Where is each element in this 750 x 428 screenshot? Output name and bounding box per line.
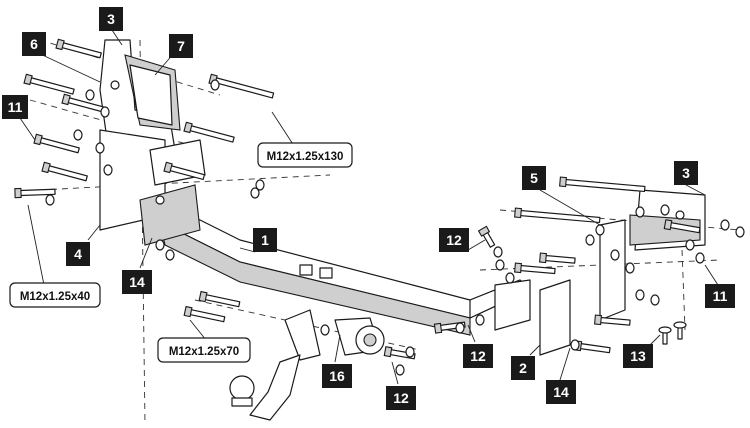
part-label-12-bottom: 12 (386, 361, 416, 410)
washer (495, 259, 505, 271)
washer (595, 224, 605, 236)
svg-text:12: 12 (470, 348, 486, 364)
spec-callout-m130: M12x1.25x130 (257, 111, 353, 168)
spec-m70-text: M12x1.25x70 (169, 346, 239, 358)
part-label-12-top: 12 (439, 228, 486, 252)
washer (685, 239, 695, 251)
part-label-11-left: 11 (2, 95, 36, 141)
washer (455, 322, 465, 334)
washer (475, 314, 485, 326)
washer (635, 206, 645, 218)
svg-text:16: 16 (329, 368, 345, 384)
svg-text:6: 6 (30, 36, 38, 52)
svg-text:1: 1 (261, 232, 269, 248)
washer (45, 194, 55, 206)
washer (493, 246, 503, 258)
washer (625, 262, 635, 274)
washer (395, 364, 405, 376)
part-label-11-right: 11 (704, 264, 735, 308)
washer (103, 164, 113, 176)
part-label-5: 5 (522, 166, 601, 226)
bolt (61, 93, 108, 114)
locating-pin (673, 321, 687, 340)
washer (85, 89, 95, 101)
svg-text:4: 4 (74, 246, 82, 262)
washer (735, 226, 745, 238)
spec-m130-text: M12x1.25x130 (267, 151, 344, 163)
washer (155, 239, 165, 251)
svg-text:12: 12 (446, 232, 462, 248)
svg-text:3: 3 (107, 11, 115, 27)
svg-text:11: 11 (713, 288, 728, 304)
bolt (14, 187, 56, 199)
washer (73, 129, 83, 141)
bolt (33, 133, 80, 154)
bolt (663, 219, 701, 234)
right-bracket-assembly (494, 189, 706, 356)
svg-text:5: 5 (530, 170, 538, 186)
spec-callout-m70: M12x1.25x70 (157, 319, 251, 363)
washer (505, 272, 515, 284)
bolt (183, 121, 235, 143)
washer (95, 142, 105, 154)
part-label-2: 2 (511, 344, 541, 380)
part-label-4: 4 (66, 224, 101, 266)
bolt (514, 262, 556, 275)
washer (165, 249, 175, 261)
washer (320, 324, 330, 336)
part-label-14-right: 14 (546, 347, 576, 404)
svg-text:12: 12 (393, 390, 409, 406)
bolt (55, 38, 102, 59)
bolt (23, 73, 75, 95)
spec-callout-m40: M12x1.25x40 (9, 204, 101, 308)
bolt (559, 176, 646, 193)
washer (210, 79, 220, 91)
washer (100, 106, 110, 118)
part-label-6: 6 (22, 32, 101, 83)
spec-m40-text: M12x1.25x40 (20, 291, 90, 303)
bolt (573, 340, 611, 354)
part-label-16: 16 (322, 334, 352, 388)
part-label-3-right: 3 (674, 161, 706, 196)
bolt (594, 314, 631, 326)
washer (635, 289, 645, 301)
tow-ball-neck (229, 309, 385, 421)
locating-pin (658, 326, 672, 345)
svg-text:14: 14 (553, 384, 569, 400)
bolt (163, 161, 206, 181)
part-label-13: 13 (623, 334, 661, 368)
bolt (539, 252, 576, 264)
washer (610, 249, 620, 261)
svg-text:14: 14 (129, 274, 145, 290)
left-bracket-assembly (99, 39, 206, 246)
part-label-14-left: 14 (122, 237, 153, 294)
washer (695, 252, 705, 264)
washer (585, 234, 595, 246)
washer (650, 294, 660, 306)
bolt (183, 305, 226, 323)
svg-text:13: 13 (630, 348, 646, 364)
svg-text:2: 2 (519, 360, 527, 376)
svg-text:11: 11 (8, 99, 23, 115)
bolt (477, 225, 496, 248)
fasteners (14, 38, 745, 376)
washer (720, 219, 730, 231)
washer (255, 179, 265, 191)
bolt (41, 161, 88, 182)
washer (405, 346, 415, 358)
part-label-1: 1 (239, 228, 277, 253)
washer (570, 339, 580, 351)
part-label-7: 7 (154, 34, 193, 76)
part-label-3-left: 3 (99, 7, 123, 46)
washer (250, 187, 260, 199)
svg-text:7: 7 (177, 38, 185, 54)
part-label-12-middle: 12 (463, 324, 493, 368)
bolt (514, 207, 601, 224)
bolt (198, 290, 241, 308)
svg-text:3: 3 (682, 165, 690, 181)
washer (660, 204, 670, 216)
